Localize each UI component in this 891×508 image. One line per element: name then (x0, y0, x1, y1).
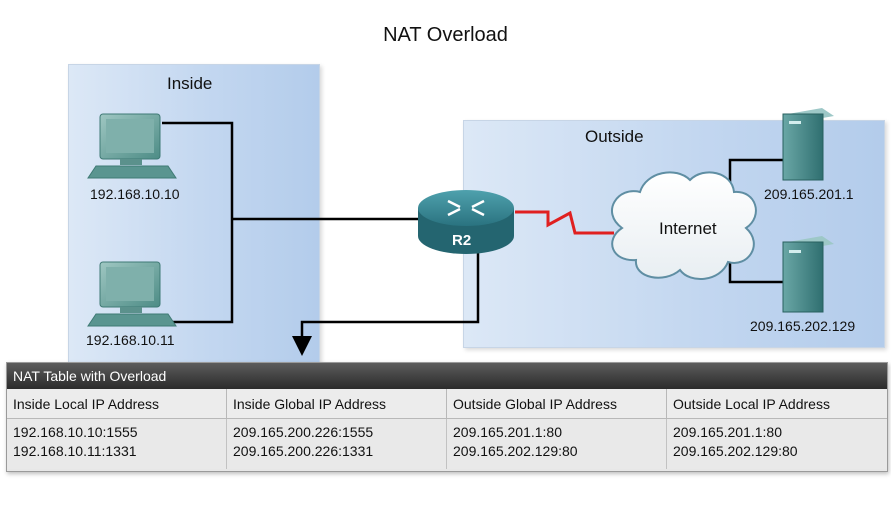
table-cell: 192.168.10.11:1331 (13, 443, 137, 459)
inside-links (162, 121, 418, 324)
nat-table-body: 192.168.10.10:1555 192.168.10.11:1331 20… (7, 419, 887, 469)
cloud-icon (611, 171, 757, 281)
table-column: 209.165.200.226:1555 209.165.200.226:133… (227, 419, 447, 469)
column-header: Inside Local IP Address (7, 389, 227, 419)
nat-table-caption: NAT Table with Overload (7, 363, 887, 389)
table-column: 192.168.10.10:1555 192.168.10.11:1331 (7, 419, 227, 469)
nat-table-header-row: Inside Local IP Address Inside Global IP… (7, 389, 887, 419)
inside-label: Inside (167, 74, 213, 93)
table-column: 209.165.201.1:80 209.165.202.129:80 (447, 419, 667, 469)
table-cell: 209.165.202.129:80 (453, 443, 578, 459)
host-ip-label: 192.168.10.11 (86, 332, 175, 348)
router-icon (418, 190, 514, 254)
host-ip-label: 192.168.10.10 (90, 186, 180, 202)
internet-label: Internet (659, 219, 717, 238)
table-cell: 209.165.200.226:1555 (233, 424, 374, 440)
pc-icon (87, 261, 177, 327)
table-column: 209.165.201.1:80 209.165.202.129:80 (667, 419, 887, 469)
return-path-arrow (292, 252, 480, 356)
table-cell: 209.165.200.226:1331 (233, 443, 374, 459)
server-ip-label: 209.165.201.1 (764, 186, 854, 202)
server-ip-label: 209.165.202.129 (750, 318, 856, 334)
column-header: Outside Local IP Address (667, 389, 887, 419)
table-cell: 209.165.201.1:80 (673, 424, 782, 440)
server-icon (782, 108, 834, 181)
serial-link (515, 210, 614, 235)
diagram-title: NAT Overload (383, 24, 508, 46)
table-cell: 209.165.201.1:80 (453, 424, 562, 440)
router-label: R2 (452, 232, 472, 249)
pc-icon (87, 113, 177, 179)
table-cell: 192.168.10.10:1555 (13, 424, 138, 440)
outside-label: Outside (585, 127, 644, 146)
table-cell: 209.165.202.129:80 (673, 443, 798, 459)
server-icon (782, 236, 834, 313)
column-header: Outside Global IP Address (447, 389, 667, 419)
nat-table: NAT Table with Overload Inside Local IP … (6, 362, 888, 472)
column-header: Inside Global IP Address (227, 389, 447, 419)
